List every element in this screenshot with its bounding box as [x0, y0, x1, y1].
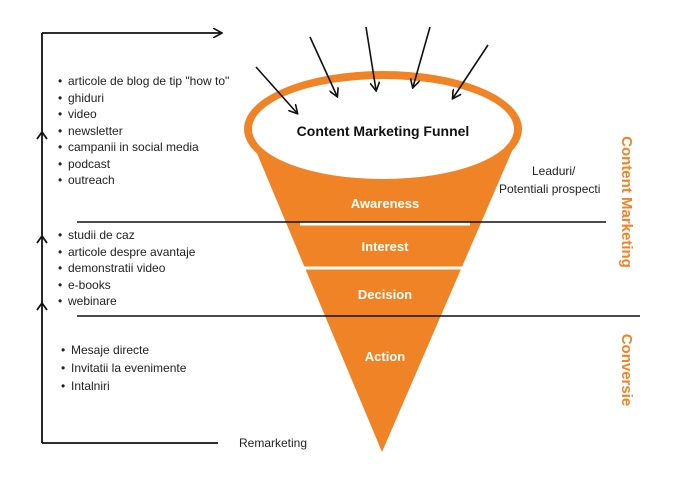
incoming-arrow-1 [255, 66, 297, 113]
list-item: e-books [58, 277, 195, 294]
leads-label-line2: Potentiali prospecti [499, 182, 601, 196]
list-item: campanii in social media [58, 139, 229, 156]
up-arrow-icon-3 [36, 301, 48, 311]
list-item: articole despre avantaje [58, 244, 195, 261]
list-item: webinare [58, 293, 195, 310]
conversion-list: Mesaje directe Invitatii la evenimente I… [61, 341, 186, 395]
list-item: newsletter [58, 123, 229, 140]
list-item: Invitatii la evenimente [61, 359, 186, 377]
up-arrow-icon-2 [36, 234, 48, 244]
incoming-arrow-5 [453, 44, 489, 98]
funnel-opening [252, 79, 514, 179]
stage-label-decision: Decision [358, 287, 412, 302]
list-item: podcast [58, 156, 229, 173]
content-marketing-label: Content Marketing [618, 136, 635, 268]
leads-label-line1: Leaduri/ [532, 164, 576, 178]
list-item: ghiduri [58, 90, 229, 107]
list-item: demonstratii video [58, 260, 195, 277]
incoming-arrow-4 [413, 26, 431, 87]
list-item: Intalniri [61, 377, 186, 395]
list-item: outreach [58, 172, 229, 189]
incoming-arrow-3 [365, 26, 376, 90]
stage-label-interest: Interest [362, 239, 410, 254]
remarketing-label: Remarketing [239, 436, 308, 450]
awareness-list: articole de blog de tip "how to" ghiduri… [58, 73, 229, 189]
list-item: articole de blog de tip "how to" [58, 73, 229, 90]
incoming-arrow-2 [309, 36, 337, 96]
list-item: studii de caz [58, 227, 195, 244]
stage-label-awareness: Awareness [351, 196, 419, 211]
stage-label-action: Action [365, 349, 406, 364]
consideration-list: studii de caz articole despre avantaje d… [58, 227, 195, 310]
conversie-label: Conversie [618, 333, 635, 407]
funnel-body [247, 130, 520, 452]
list-item: Mesaje directe [61, 341, 186, 359]
up-arrow-icon-1 [36, 130, 48, 140]
funnel-title: Content Marketing Funnel [297, 123, 470, 139]
list-item: video [58, 106, 229, 123]
